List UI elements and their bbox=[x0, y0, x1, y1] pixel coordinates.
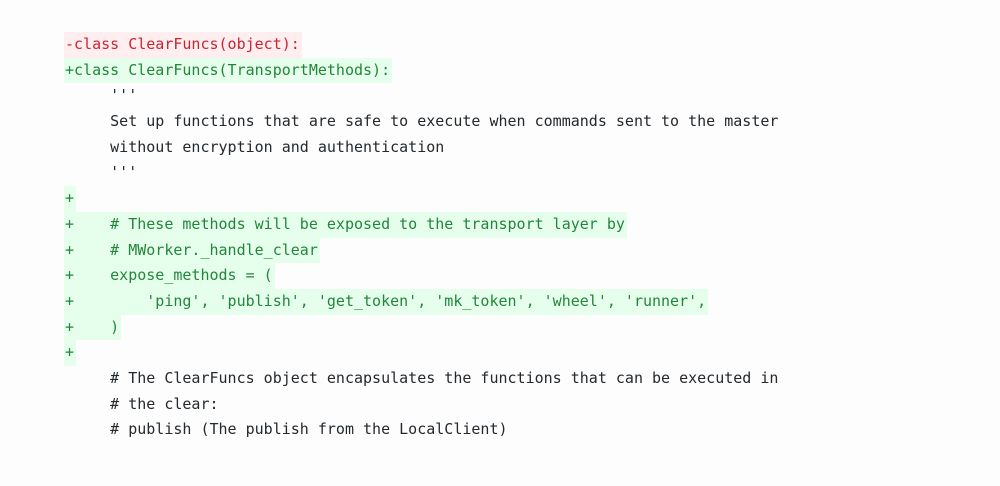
diff-line-text: + ) bbox=[64, 314, 122, 341]
diff-line-added: + bbox=[64, 340, 824, 366]
diff-line-added: +class ClearFuncs(TransportMethods): bbox=[64, 57, 824, 84]
diff-line-added: + 'ping', 'publish', 'get_token', 'mk_to… bbox=[64, 288, 824, 315]
diff-line-text: +class ClearFuncs(TransportMethods): bbox=[64, 57, 393, 84]
diff-line-added: + ) bbox=[64, 314, 824, 341]
diff-line-text: + bbox=[64, 186, 77, 212]
diff-line-text: + # MWorker._handle_clear bbox=[64, 237, 320, 264]
diff-line-text: + bbox=[64, 340, 77, 366]
diff-line-text: without encryption and authentication bbox=[65, 137, 445, 156]
diff-line-text: + expose_methods = ( bbox=[64, 263, 275, 289]
diff-line-added: + bbox=[64, 186, 824, 212]
diff-line-context: # the clear: bbox=[64, 392, 824, 418]
diff-line-text: # the clear: bbox=[65, 394, 219, 413]
diff-block: -class ClearFuncs(object): +class ClearF… bbox=[64, 32, 824, 443]
diff-line-context: Set up functions that are safe to execut… bbox=[64, 109, 824, 135]
diff-line-text: # publish (The publish from the LocalCli… bbox=[65, 420, 508, 439]
diff-line-text: # The ClearFuncs object encapsulates the… bbox=[65, 368, 779, 387]
diff-line-context: # The ClearFuncs object encapsulates the… bbox=[64, 366, 824, 392]
diff-line-added: + # These methods will be exposed to the… bbox=[64, 211, 824, 238]
diff-line-text: + 'ping', 'publish', 'get_token', 'mk_to… bbox=[64, 288, 709, 315]
diff-line-context: without encryption and authentication bbox=[64, 135, 824, 161]
diff-line-text: + # These methods will be exposed to the… bbox=[64, 211, 627, 238]
diff-line-added: + # MWorker._handle_clear bbox=[64, 237, 824, 264]
diff-line-context: # publish (The publish from the LocalCli… bbox=[64, 417, 824, 443]
diff-line-text: ''' bbox=[65, 163, 138, 182]
diff-line-text: ''' bbox=[65, 86, 138, 105]
diff-line-added: + expose_methods = ( bbox=[64, 263, 824, 289]
diff-line-removed: -class ClearFuncs(object): bbox=[64, 32, 824, 58]
diff-line-text: Set up functions that are safe to execut… bbox=[65, 112, 779, 131]
diff-line-text: -class ClearFuncs(object): bbox=[64, 32, 302, 58]
diff-line-context: ''' bbox=[64, 160, 824, 186]
diff-line-context: ''' bbox=[64, 83, 824, 109]
